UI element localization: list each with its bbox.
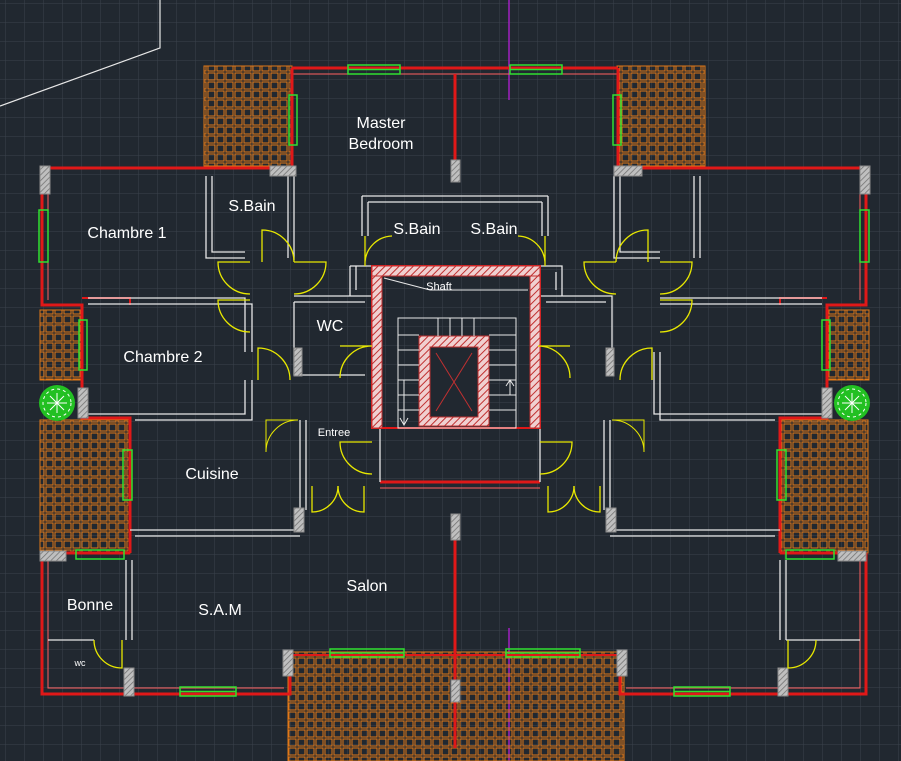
windows [38,64,870,697]
label-wc: WC [317,318,344,335]
terrace-top-right [616,65,706,167]
label-sam: S.A.M [198,602,242,619]
label-master-line2: Bedroom [349,136,414,153]
label-sbain-center-right: S.Bain [470,221,517,238]
label-bonne: Bonne [67,597,113,614]
room-labels: Master Bedroom S.Bain S.Bain S.Bain Cham… [67,115,518,668]
terrace-left-big [39,419,131,554]
tree-left [39,385,75,421]
tree-right [834,385,870,421]
doors [93,229,817,669]
label-entree: Entree [318,427,350,439]
label-cuisine: Cuisine [185,466,238,483]
terrace-right-big [779,419,869,554]
label-chambre1: Chambre 1 [87,225,166,242]
stair-core [371,265,541,429]
label-wc-small: wc [74,658,86,668]
label-salon: Salon [347,578,388,595]
label-sbain-left: S.Bain [228,198,275,215]
label-sbain-center-left: S.Bain [393,221,440,238]
terrace-right-small [826,309,870,381]
site-boundary-line [0,0,161,107]
label-chambre2: Chambre 2 [123,349,202,366]
columns [39,159,871,703]
label-shaft: Shaft [426,281,452,293]
terrace-left-small [39,309,83,381]
label-master-line1: Master [357,115,407,132]
terrace-top-left [203,65,293,167]
